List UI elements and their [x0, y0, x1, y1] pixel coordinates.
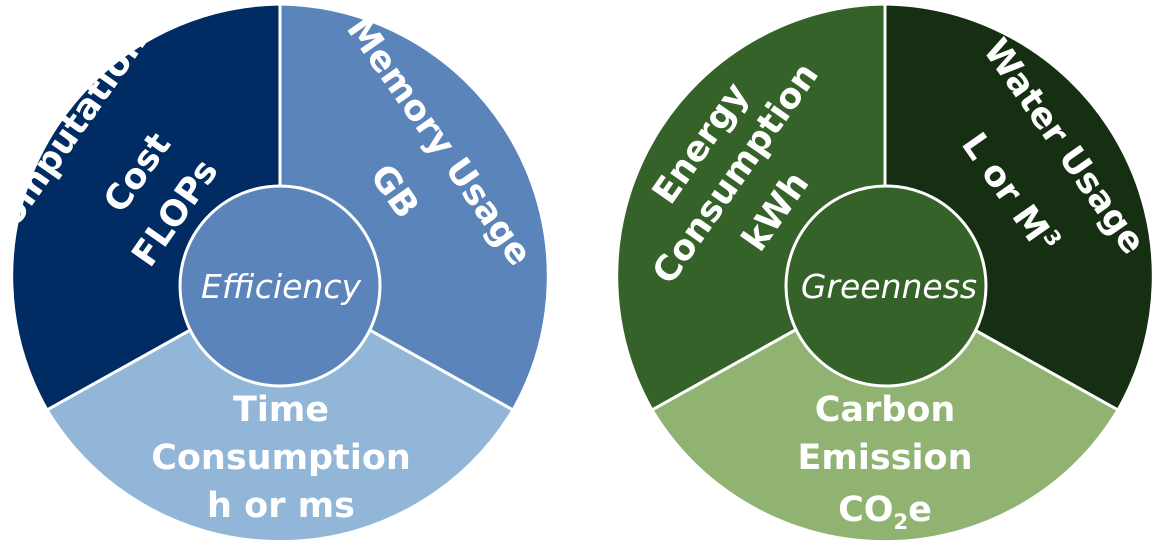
efficiency-wheel: Computational Cost FLOPs Memory Usage GB… — [10, 2, 550, 544]
greenness-bottom-label: Carbon Emission CO2e — [798, 390, 973, 534]
co2e-text: CO2e — [838, 490, 932, 534]
consumption-text: Consumption — [151, 438, 411, 478]
efficiency-bottom-label: Time Consumption h or ms — [151, 390, 411, 526]
greenness-hub — [784, 184, 988, 388]
h-or-ms-text: h or ms — [207, 486, 355, 526]
time-text: Time — [233, 390, 329, 430]
efficiency-hub-label: Efficiency — [201, 267, 362, 306]
greenness-segment-bottom — [649, 278, 1121, 544]
greenness-wheel: Energy Consumption kWh Water Usage L or … — [615, 2, 1155, 544]
efficiency-hub — [178, 184, 382, 388]
efficiency-segment-bottom — [44, 278, 516, 544]
emission-text: Emission — [798, 438, 973, 478]
greenness-hub-label: Greenness — [801, 267, 977, 306]
carbon-text: Carbon — [815, 390, 956, 430]
